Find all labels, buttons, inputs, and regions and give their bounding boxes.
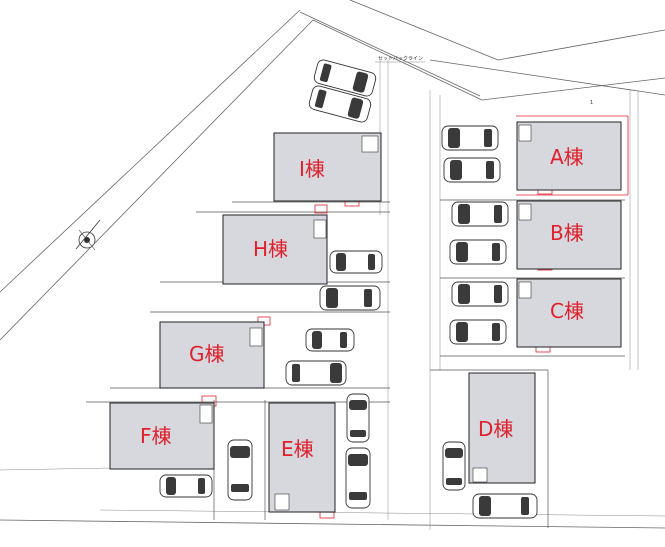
car-icon <box>313 59 377 97</box>
building-C-label: C棟 <box>550 299 584 323</box>
car-icon <box>442 441 466 491</box>
building-I-label: I棟 <box>299 157 325 181</box>
building-H[interactable]: H棟 <box>222 214 328 285</box>
building-D[interactable]: D棟 <box>468 372 536 484</box>
car-icon <box>345 447 371 509</box>
building-C[interactable]: C棟 <box>516 278 622 348</box>
building-A-label: A棟 <box>550 145 584 169</box>
red-annotations: 1 <box>201 100 629 519</box>
building-E[interactable]: E棟 <box>268 402 336 513</box>
car-icon <box>308 85 372 123</box>
car-icon <box>472 493 538 519</box>
svg-text:1: 1 <box>590 100 593 106</box>
parking-cars <box>159 59 538 519</box>
building-B-label: B棟 <box>550 221 584 245</box>
building-E-label: E棟 <box>281 437 314 461</box>
car-icon <box>443 157 501 183</box>
setback-line-label: セットバックライン <box>378 56 423 62</box>
car-icon <box>449 319 507 345</box>
building-A[interactable]: A棟 <box>516 121 622 191</box>
road-lines <box>0 0 665 530</box>
building-H-label: H棟 <box>253 237 288 261</box>
building-G[interactable]: G棟 <box>159 321 265 389</box>
car-icon <box>319 285 381 311</box>
car-icon <box>159 474 213 498</box>
car-icon <box>451 281 509 307</box>
building-I[interactable]: I棟 <box>273 132 382 202</box>
car-icon <box>227 439 253 501</box>
car-icon <box>451 201 509 227</box>
building-D-label: D棟 <box>478 417 513 441</box>
car-icon <box>305 328 355 352</box>
building-F-label: F棟 <box>140 424 172 448</box>
car-icon <box>441 125 499 151</box>
car-icon <box>449 239 507 265</box>
setback-line-annotation: セットバックライン <box>375 56 425 63</box>
car-icon <box>346 393 370 443</box>
car-icon <box>329 250 383 274</box>
car-icon <box>285 360 347 386</box>
building-F[interactable]: F棟 <box>109 402 215 470</box>
building-G-label: G棟 <box>189 342 225 366</box>
building-B[interactable]: B棟 <box>516 200 622 270</box>
north-arrow-icon <box>75 219 101 251</box>
